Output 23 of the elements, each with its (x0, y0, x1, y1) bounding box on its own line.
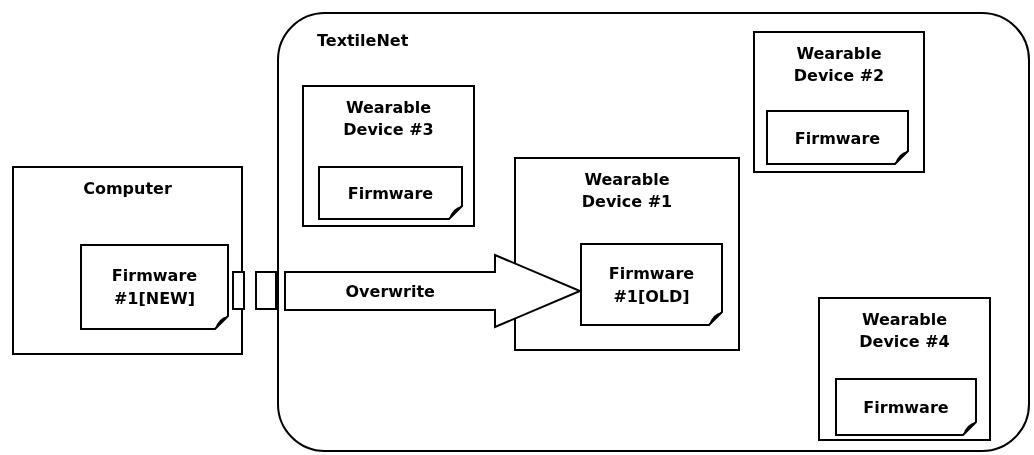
device-title: Wearable Device #2 (792, 43, 886, 87)
document-box (580, 243, 723, 326)
device-box (514, 157, 740, 351)
device-title: Wearable Device #3 (342, 97, 435, 141)
device-title: Wearable Device #4 (858, 309, 951, 353)
document-box (318, 166, 463, 220)
document-title: Firmware #1[NEW] (110, 265, 199, 310)
device-title: Computer (82, 178, 173, 200)
document-title: Firmware (346, 182, 435, 205)
device-box (302, 85, 475, 227)
network-title: TextileNet (317, 30, 409, 52)
document-box (835, 378, 977, 436)
device-title: Wearable Device #1 (580, 169, 674, 213)
document-box (80, 244, 229, 330)
block-arrow (284, 253, 583, 329)
document-box (766, 110, 909, 165)
device-box (818, 297, 991, 441)
network-area (277, 12, 1030, 452)
device-box (753, 31, 925, 173)
document-title: Firmware #1[OLD] (607, 262, 696, 308)
device-box (12, 166, 243, 355)
document-title: Firmware (862, 396, 950, 419)
document-title: Firmware (793, 127, 882, 149)
